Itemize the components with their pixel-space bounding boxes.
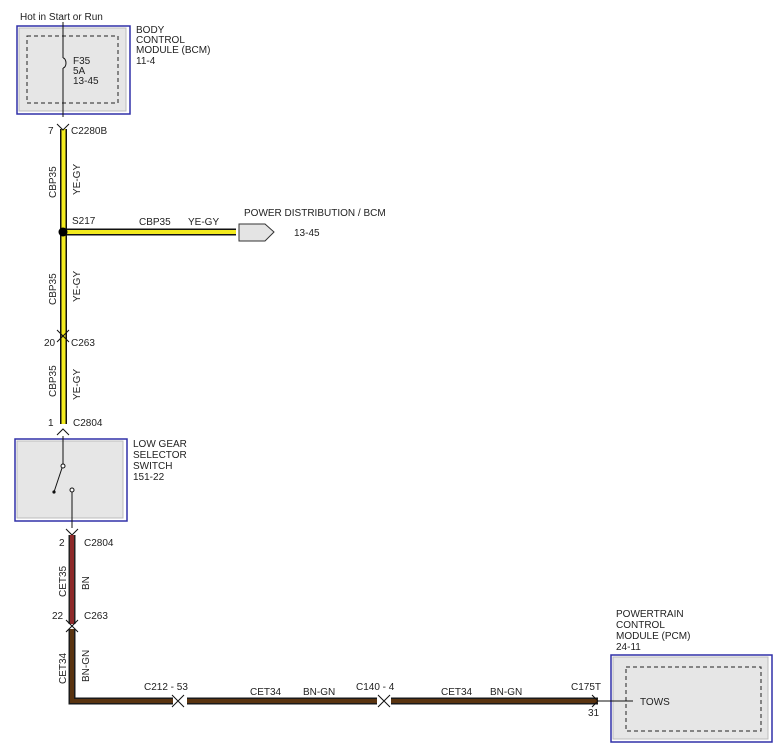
- connector-name: C140 - 4: [356, 682, 395, 693]
- inline-connector-icon: [65, 619, 79, 633]
- splice-dot[interactable]: [58, 227, 68, 237]
- connector-chevron-icon: [65, 528, 79, 536]
- wire-color-label: BN-GN: [81, 650, 92, 682]
- connector-pin: 1: [48, 418, 54, 429]
- switch-label: LOW GEAR SELECTOR SWITCH 151-22: [133, 439, 187, 483]
- fuse-name: F35: [73, 56, 91, 67]
- pcm-pin-label: TOWS: [640, 697, 670, 708]
- switch-contact: [69, 487, 75, 493]
- fuse-icon: [62, 57, 67, 69]
- power-source-label: Hot in Start or Run: [20, 12, 103, 23]
- pcm-label-line: CONTROL: [616, 620, 665, 631]
- connector-pin: 7: [48, 126, 54, 137]
- pcm-label-ref: 24-11: [616, 642, 641, 653]
- pcm-internal-boundary: [625, 666, 762, 732]
- fuse-ref: 13-45: [73, 76, 99, 87]
- low-gear-selector-switch[interactable]: [14, 438, 128, 522]
- wire-circuit-label: CBP35: [48, 365, 59, 397]
- offpage-connector-arrow-icon[interactable]: [238, 223, 275, 242]
- wire-color-label: BN-GN: [490, 687, 522, 698]
- switch-label-line: SELECTOR: [133, 450, 187, 461]
- connector-name: C2804: [84, 538, 114, 549]
- connector-name: C212 - 53: [144, 682, 188, 693]
- wire-circuit-label: CET34: [441, 687, 473, 698]
- bcm-box-inner: [18, 27, 127, 112]
- branch-color-label: YE-GY: [188, 217, 219, 228]
- fuse-rating: 5A: [73, 66, 86, 77]
- wire-cet35[interactable]: [68, 535, 76, 624]
- switch-label-ref: 151-22: [133, 472, 165, 483]
- switch-label-line: SWITCH: [133, 461, 172, 472]
- connector-name: C263: [71, 338, 95, 349]
- branch-circuit-label: CBP35: [139, 217, 171, 228]
- pcm-label: POWERTRAIN CONTROL MODULE (PCM) 24-11: [616, 609, 690, 653]
- connector-chevron-icon: [56, 123, 70, 131]
- wire-circuit-label: CET34: [250, 687, 282, 698]
- wire-color-label: BN-GN: [303, 687, 335, 698]
- bcm-label-ref: 11-4: [136, 56, 156, 67]
- switch-contact: [60, 463, 66, 469]
- wire-color-label: YE-GY: [72, 271, 83, 302]
- wire-cet34[interactable]: [68, 629, 598, 705]
- connector-name: C263: [84, 611, 108, 622]
- connector-pin: 31: [588, 708, 600, 719]
- pcm-module[interactable]: [610, 654, 773, 743]
- inline-connector-icon: [171, 694, 185, 708]
- connector-name: C175T: [571, 682, 601, 693]
- bcm-module[interactable]: [16, 25, 131, 115]
- pcm-label-line: MODULE (PCM): [616, 631, 690, 642]
- inline-connector-icon: [56, 329, 70, 343]
- bcm-internal-boundary: [26, 35, 119, 104]
- switch-arm-icon: [53, 467, 63, 493]
- pcm-box-inner: [612, 656, 769, 740]
- wire-fill: [63, 230, 236, 234]
- wire-circuit-label: CBP35: [48, 166, 59, 198]
- wire-color-label: BN: [81, 576, 92, 590]
- connector-pin: 20: [44, 338, 56, 349]
- branch-ref: 13-45: [294, 228, 320, 239]
- bcm-label-line: BODY: [136, 25, 165, 36]
- connector-name: C2280B: [71, 126, 107, 137]
- bcm-label-line: MODULE (BCM): [136, 45, 210, 56]
- wire-circuit-label: CBP35: [48, 273, 59, 305]
- pcm-label-line: POWERTRAIN: [616, 609, 684, 620]
- wire-cbp35-branch[interactable]: [63, 228, 236, 236]
- connector-chevron-icon: [56, 428, 70, 436]
- switch-label-line: LOW GEAR: [133, 439, 187, 450]
- wire-color-label: YE-GY: [72, 164, 83, 195]
- connector-name: C2804: [73, 418, 103, 429]
- branch-destination: POWER DISTRIBUTION / BCM: [244, 208, 386, 219]
- connector-pin: 22: [52, 611, 64, 622]
- wire-fill: [70, 629, 598, 703]
- bcm-label: BODY CONTROL MODULE (BCM) 11-4: [136, 25, 210, 67]
- wire-fill: [61, 129, 66, 424]
- wire-circuit-label: CET35: [58, 565, 69, 597]
- wire-circuit-label: CET34: [58, 652, 69, 684]
- inline-connector-icon: [377, 694, 391, 708]
- wire-cbp35-vertical[interactable]: [60, 129, 67, 424]
- switch-pivot: [52, 490, 56, 494]
- wire-fill: [70, 535, 74, 624]
- connector-pin: 2: [59, 538, 65, 549]
- wire-color-label: YE-GY: [72, 369, 83, 400]
- switch-box-inner: [16, 440, 124, 519]
- bcm-label-line: CONTROL: [136, 35, 185, 46]
- splice-name: S217: [72, 216, 96, 227]
